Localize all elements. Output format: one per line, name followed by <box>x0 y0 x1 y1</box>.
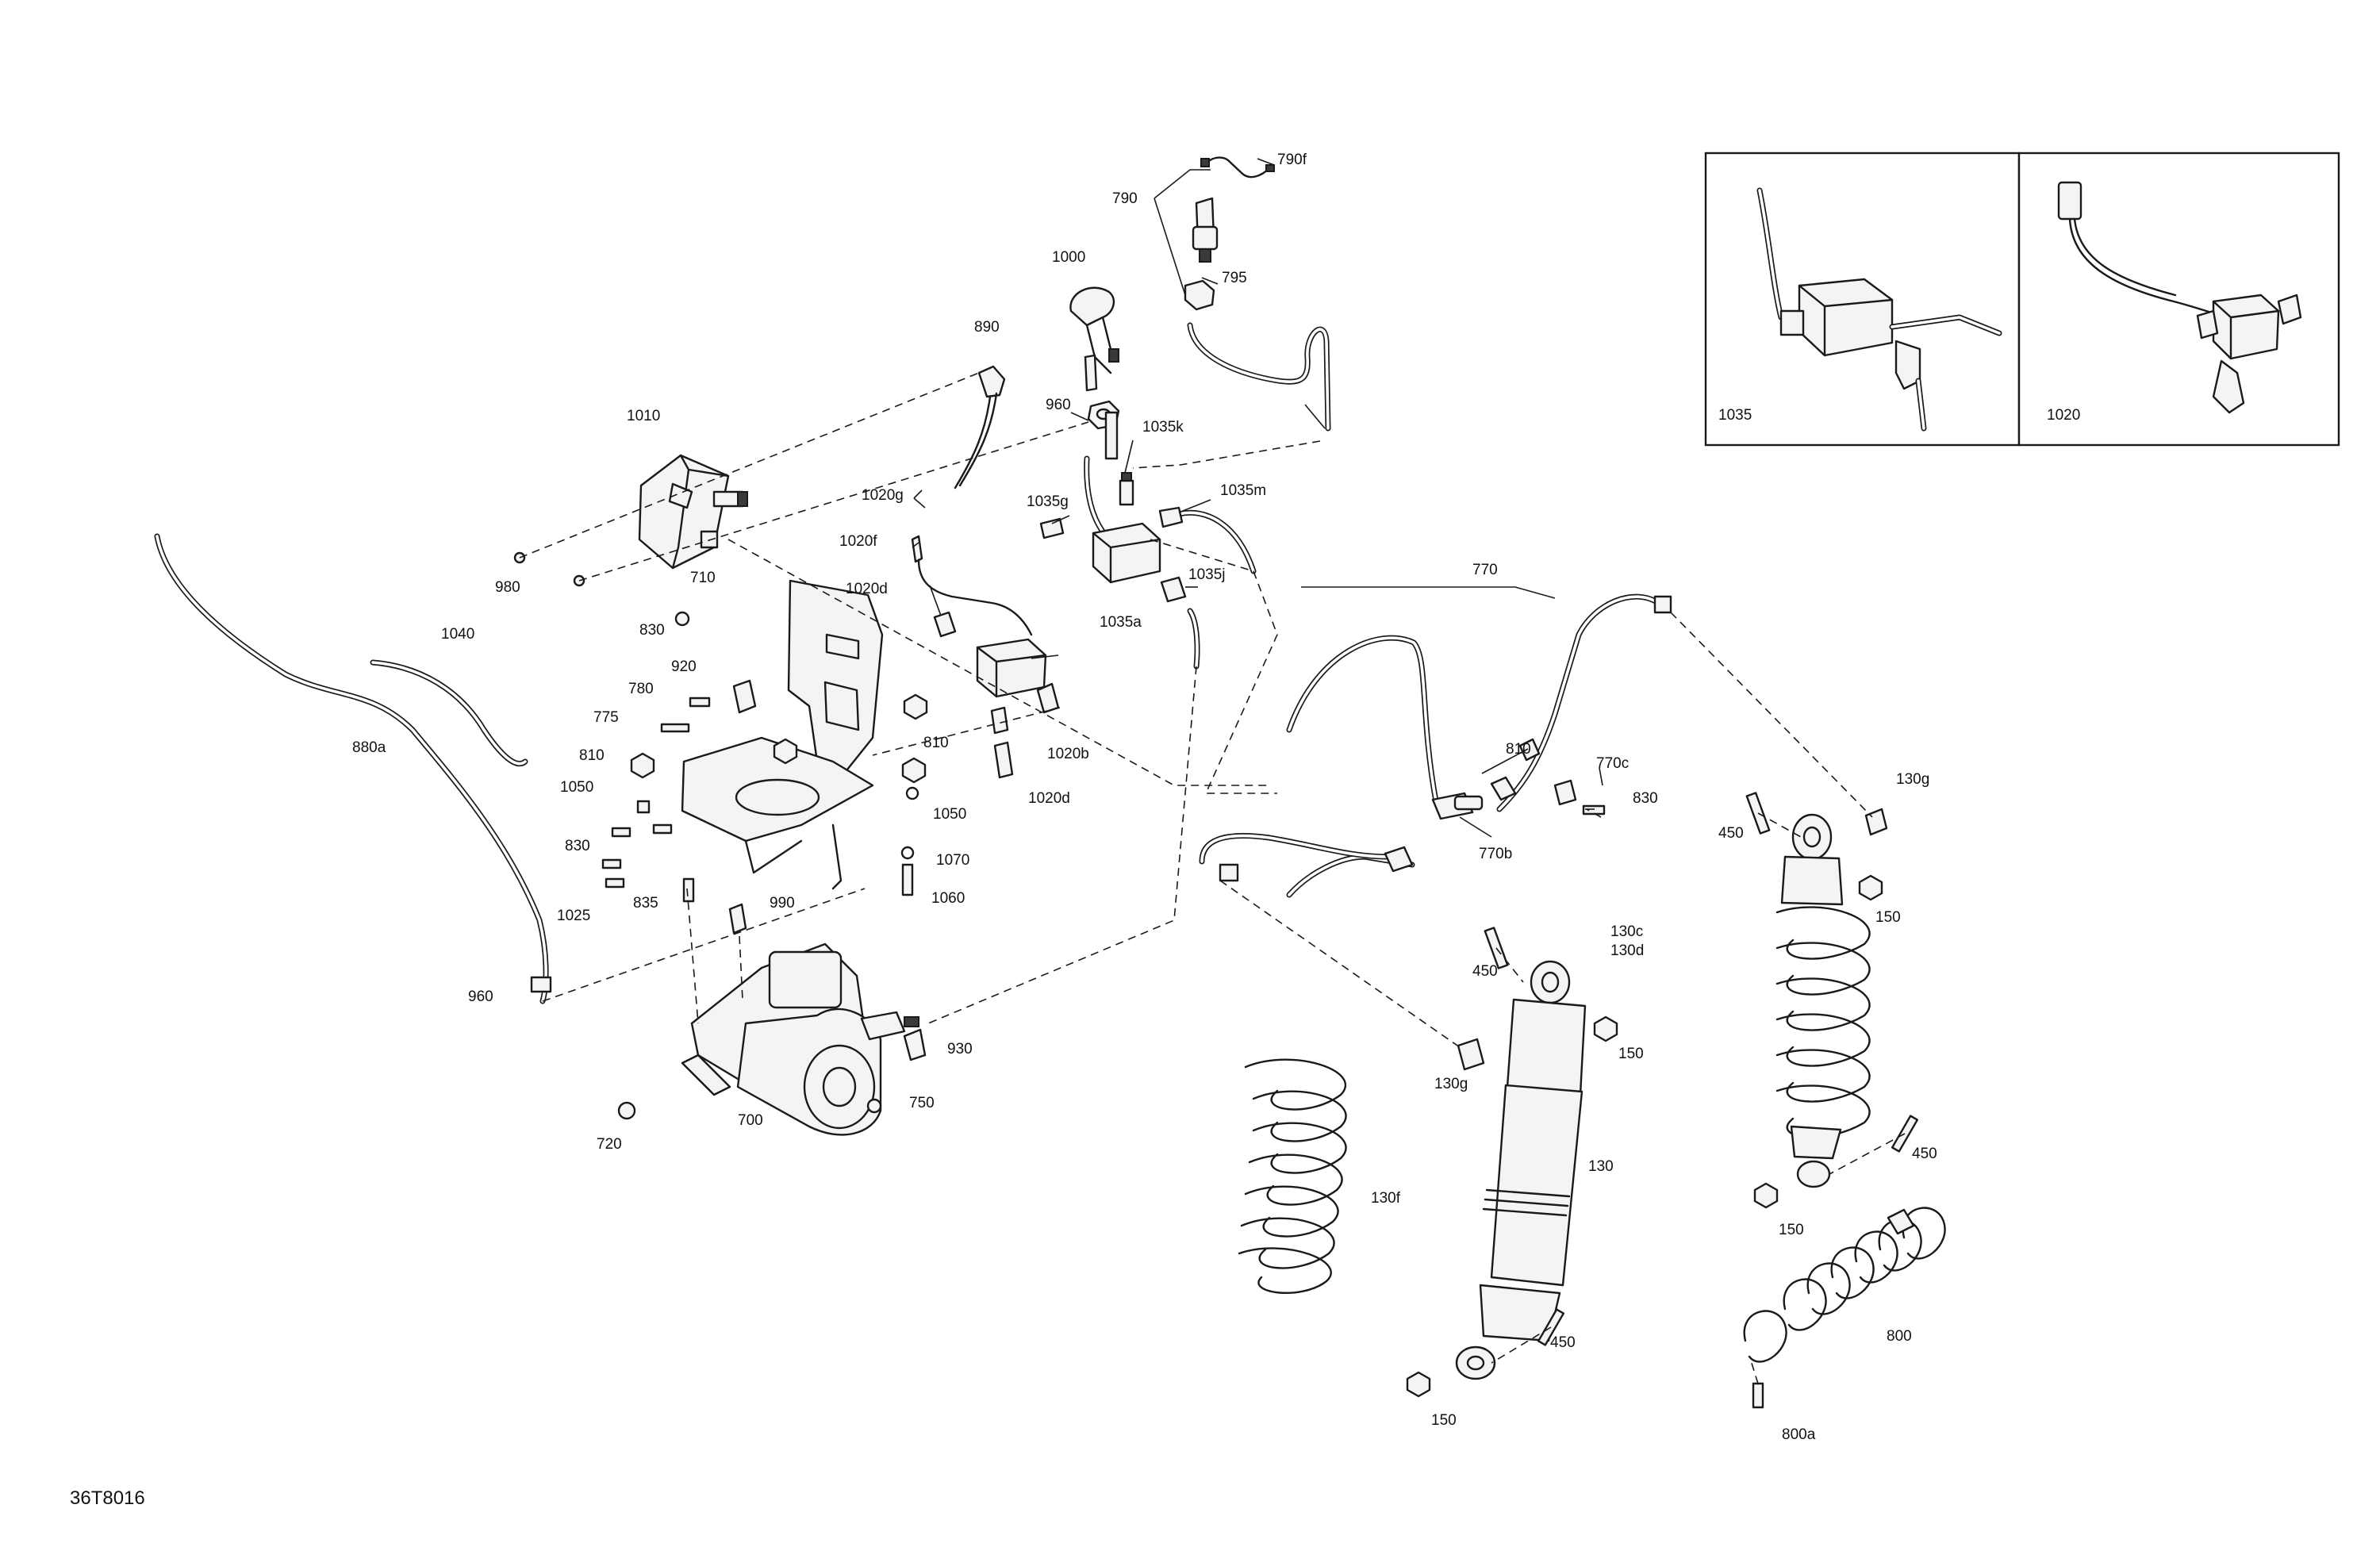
nut-150-d <box>1753 1182 1779 1209</box>
hose-770 <box>1199 593 1672 898</box>
callout-770b: 770b <box>1479 846 1512 862</box>
callout-450-center: 450 <box>1472 963 1498 980</box>
callout-810-center: 810 <box>923 735 949 751</box>
callout-1070: 1070 <box>936 852 969 869</box>
callout-830-top: 830 <box>639 622 665 639</box>
callout-130c: 130c <box>1610 923 1643 940</box>
cap-1035g <box>1039 517 1065 539</box>
callout-750: 750 <box>909 1095 935 1111</box>
callout-1040: 1040 <box>441 626 474 643</box>
sensor-assembly-790 <box>1184 156 1331 432</box>
callout-990: 990 <box>770 895 795 912</box>
callout-1035g: 1035g <box>1027 493 1069 510</box>
callout-130f: 130f <box>1371 1190 1401 1207</box>
solenoid-1020 <box>911 535 1060 779</box>
callout-130d: 130d <box>1610 942 1644 959</box>
nut-150-b <box>1858 874 1883 901</box>
callout-150-lower-right: 150 <box>1779 1222 1804 1238</box>
callout-150-right: 150 <box>1875 909 1901 926</box>
nut-810-right <box>1518 738 1541 762</box>
callout-1035k: 1035k <box>1142 419 1184 436</box>
callout-960-top: 960 <box>1046 397 1071 413</box>
nut-720 <box>617 1101 636 1120</box>
callout-835: 835 <box>633 895 658 912</box>
callout-795: 795 <box>1222 270 1247 286</box>
callout-1035a: 1035a <box>1100 614 1142 631</box>
callout-1025: 1025 <box>557 908 590 924</box>
inset-panel-group: 1035 1020 <box>1704 152 2340 447</box>
callout-930: 930 <box>947 1041 973 1057</box>
callout-775: 775 <box>593 709 619 726</box>
callout-130g-right: 130g <box>1896 771 1929 788</box>
callout-450-lower-right: 450 <box>1912 1146 1937 1162</box>
callout-1020g: 1020g <box>862 487 904 504</box>
screw-830-right <box>1582 804 1606 816</box>
callout-780: 780 <box>628 681 654 697</box>
callout-700: 700 <box>738 1112 763 1129</box>
control-module-1010 <box>638 454 748 570</box>
callout-800a: 800a <box>1782 1426 1816 1443</box>
callout-leader-lines <box>912 158 1603 838</box>
callout-labels: 790f 790 795 1000 890 960 1035k 1010 102… <box>352 152 1937 1443</box>
callout-810-left: 810 <box>579 747 605 764</box>
callout-960-left: 960 <box>468 988 493 1005</box>
fitting-130g-a <box>1457 1038 1485 1071</box>
dashed-connection-lines <box>519 372 1906 1384</box>
clip-770c <box>1553 779 1577 806</box>
callout-830-left: 830 <box>565 838 590 854</box>
callout-150-center: 150 <box>1618 1046 1644 1062</box>
hardware-bolts <box>601 611 928 935</box>
callout-880a: 880a <box>352 739 386 756</box>
callout-790: 790 <box>1112 190 1138 207</box>
inset-solenoid-1020 <box>2057 181 2302 414</box>
callout-890: 890 <box>974 319 1000 336</box>
callout-770c: 770c <box>1596 755 1629 772</box>
inset-label-1020: 1020 <box>2047 407 2080 424</box>
callout-1000: 1000 <box>1052 249 1085 266</box>
callout-1020d-top: 1020d <box>846 581 888 597</box>
callout-770: 770 <box>1472 562 1498 578</box>
diagram-code: 36T8016 <box>70 1487 145 1509</box>
callout-150-lower: 150 <box>1431 1412 1457 1429</box>
spring-800 <box>1743 1207 1946 1409</box>
compressor-700 <box>681 942 919 1136</box>
callout-800: 800 <box>1887 1328 1912 1345</box>
bracket-1000 <box>1069 286 1120 430</box>
callout-1020b: 1020b <box>1047 746 1089 762</box>
air-hoses-left <box>154 533 552 1004</box>
callout-830-right: 830 <box>1633 790 1658 807</box>
inset-label-1035: 1035 <box>1718 407 1752 424</box>
inset-valve-block-1035 <box>1756 187 2002 432</box>
spring-130f <box>1238 1058 1347 1295</box>
callout-1050-right: 1050 <box>933 806 966 823</box>
callout-1020f: 1020f <box>839 533 877 550</box>
coilover-shock-right <box>1775 813 1871 1188</box>
nut-150-a <box>1593 1015 1618 1042</box>
connector-890 <box>954 365 1006 489</box>
callout-920: 920 <box>671 658 697 675</box>
callout-1035j: 1035j <box>1188 566 1226 583</box>
callout-130: 130 <box>1588 1158 1614 1175</box>
callout-450-lower: 450 <box>1550 1334 1576 1351</box>
callout-810-right: 810 <box>1506 741 1531 758</box>
callout-710: 710 <box>690 570 716 586</box>
fitting-930 <box>903 1028 927 1061</box>
callout-790f: 790f <box>1277 152 1307 168</box>
callout-1010: 1010 <box>627 408 660 424</box>
callout-1060: 1060 <box>931 890 965 907</box>
shock-130 <box>1455 960 1587 1380</box>
callout-720: 720 <box>597 1136 622 1153</box>
callout-450-right: 450 <box>1718 825 1744 842</box>
mounting-plate-710 <box>681 579 884 890</box>
callout-980: 980 <box>495 579 520 596</box>
callout-130g-left: 130g <box>1434 1076 1468 1092</box>
callout-1050-left: 1050 <box>560 779 593 796</box>
valve-block-1035 <box>1084 411 1257 670</box>
nut-150-c <box>1406 1371 1431 1398</box>
fitting-130g-b <box>1864 808 1888 836</box>
nut-750 <box>866 1098 882 1114</box>
callout-1020d-bottom: 1020d <box>1028 790 1070 807</box>
callout-1035m: 1035m <box>1220 482 1266 499</box>
